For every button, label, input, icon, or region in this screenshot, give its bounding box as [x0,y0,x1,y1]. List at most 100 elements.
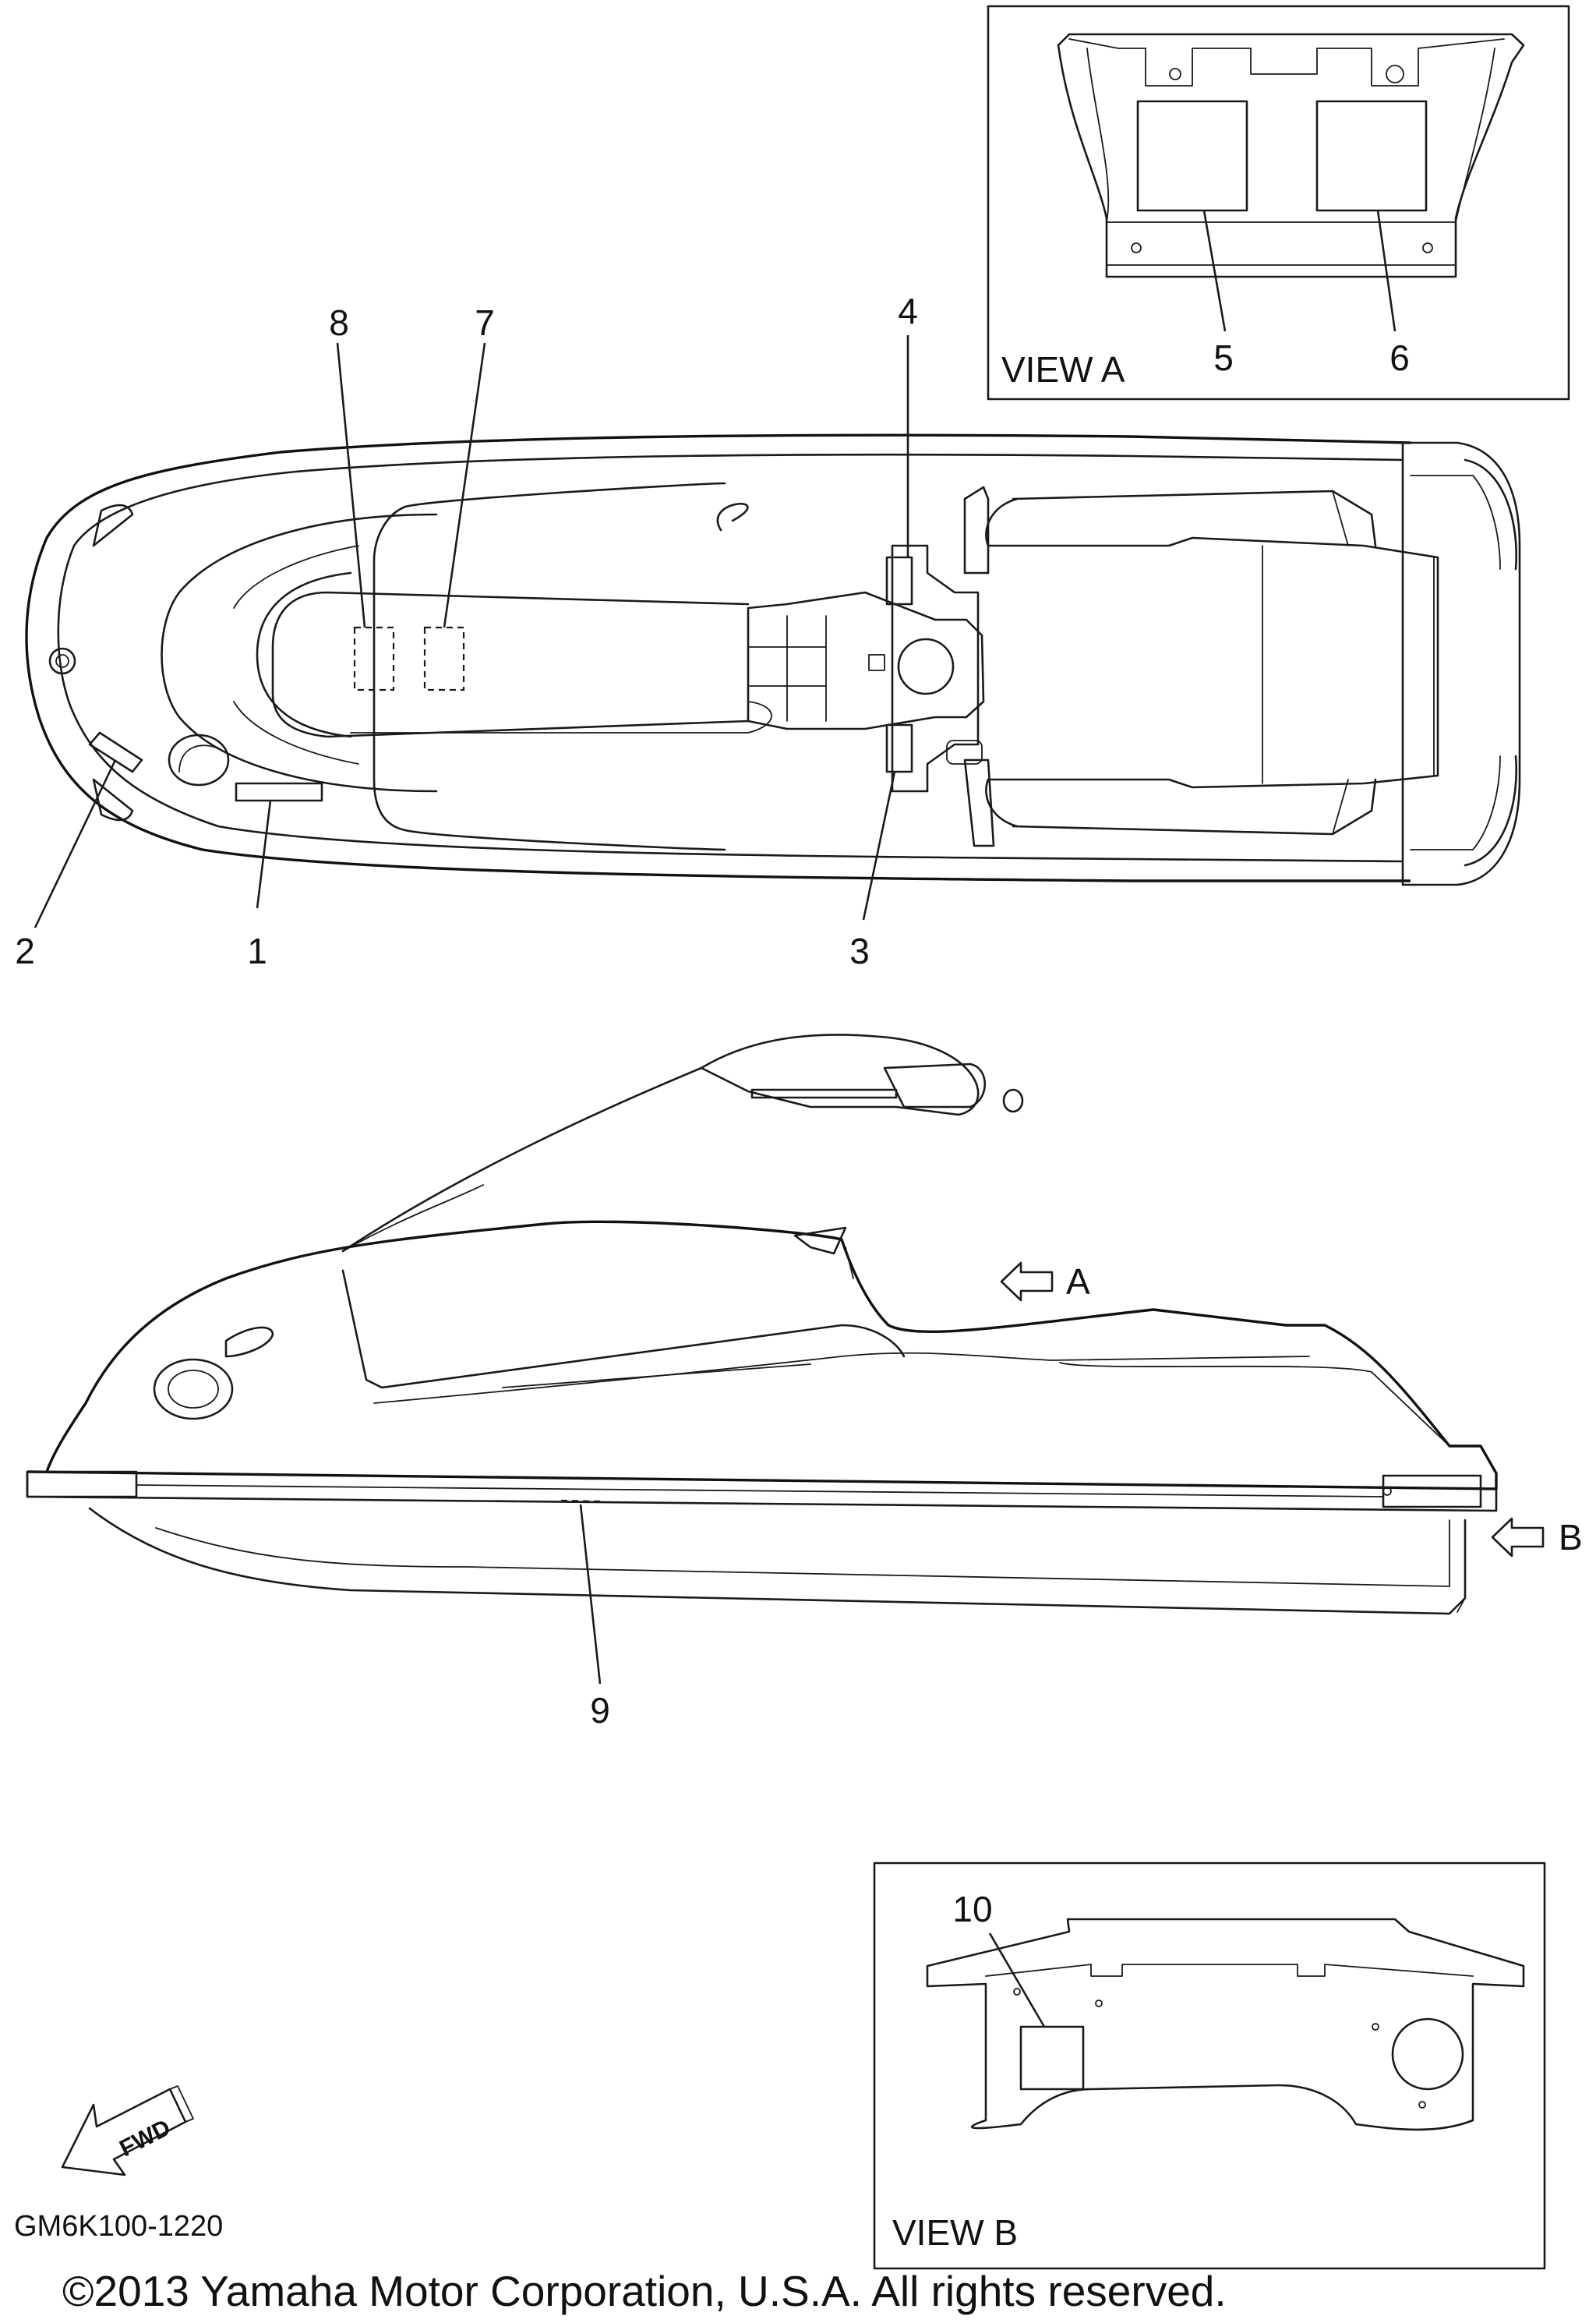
side-crease-2 [502,1363,811,1388]
bow-light [153,1358,234,1420]
deck-notch-top [716,503,749,532]
hood-edge [373,482,726,851]
fwd-arrow-depth [169,2085,194,2123]
transom-hole-2 [1095,1999,1103,2007]
label-6-box [1315,100,1428,212]
side-view-craft: 9 [26,1034,1498,1731]
callout-4: 4 [898,291,918,331]
view-b-frame [873,1862,1546,2270]
footwell-rim [1059,1362,1450,1447]
bow-light-inner [168,1370,219,1409]
label-3-box [885,723,913,773]
footwell-step [1332,490,1349,835]
arrow-b-icon [1491,1517,1545,1558]
arrow-a-icon [1000,1261,1054,1302]
transom-hole-3 [1372,2023,1379,2031]
rub-rail-line [136,1484,1384,1497]
hood-top [271,591,750,738]
stern-bumper-curve [1464,458,1517,867]
label-7-box [423,626,465,691]
handle-base [750,1088,898,1099]
transom-hole-1 [1013,1988,1021,1996]
label-4-box [885,556,913,606]
hood-lip [1106,221,1457,266]
label-5-box [1136,100,1248,212]
steering-switch [868,654,885,671]
grip-upper [963,486,990,575]
view-a-arrow: A [1000,1261,1090,1302]
callout-6: 6 [1389,338,1410,378]
deck-groove-outer [233,545,359,765]
bow-vent [224,1326,274,1358]
stern-transom-view [926,1918,1525,2131]
hood-latch [793,1226,847,1255]
deck-inner-curve [161,513,438,793]
label-2-box [88,731,143,773]
rear-deck-divider [1262,545,1435,784]
steering-pole [747,591,985,730]
hood-top-lower [350,701,772,734]
leader-6 [1376,210,1396,332]
fuel-cap [168,734,230,787]
view-a-inset: 5 6 VIEW A [987,5,1570,401]
stern-detail [1410,475,1501,850]
steering-hub [897,638,955,695]
hood-hole-left [1169,68,1181,80]
leader-5 [1202,210,1227,332]
stern-bolt [1382,1487,1392,1496]
top-view-craft: 2 1 3 4 8 7 [15,291,1521,971]
hull-outline [25,433,1411,882]
callout-3: 3 [849,931,870,971]
hood-ridge [1068,38,1505,87]
transom-hole-4 [1418,2101,1426,2109]
bow-bumper [26,1470,138,1498]
view-b-arrow: B [1491,1517,1583,1558]
callout-10: 10 [952,1889,992,1929]
hood-screw-right [1422,242,1433,253]
transom [1449,1519,1466,1613]
view-a-label: VIEW A [1001,349,1125,390]
label-1-box [235,782,323,802]
view-b-inset: 10 VIEW B [873,1862,1546,2270]
callout-8: 8 [329,302,349,343]
stern-bumper [1382,1474,1482,1508]
bow-cleat-top [92,504,134,547]
hood-left-edge [1086,48,1110,223]
deck-groove [256,571,352,738]
fwd-label: FWD [115,2115,175,2162]
gunwale-line [57,453,1404,863]
hood-hole-right [1386,65,1404,83]
hood-seam [341,1269,906,1389]
leader-3 [862,771,896,921]
leader-2 [34,759,117,928]
callout-1: 1 [247,931,267,971]
bow-eye-inner [55,654,69,668]
callout-5: 5 [1213,338,1234,378]
arrow-b-label: B [1559,1517,1583,1558]
pole-lower-line [342,1184,484,1252]
bow-cleat-bottom [92,778,134,822]
side-crease [373,1352,1310,1404]
hood-underside [1057,33,1525,278]
view-b-label: VIEW B [892,2212,1018,2253]
rear-deck [987,536,1439,789]
callout-9: 9 [590,1690,610,1731]
label-8-box [353,626,395,691]
view-a-frame [987,5,1570,401]
handle-grip-end [883,1062,987,1108]
hood-latch-line [845,1246,854,1279]
leader-8 [336,342,366,628]
bow-eye [48,647,76,675]
transom-opening [1391,2017,1464,2091]
throttle-lever [946,740,983,765]
lower-hull [88,1507,1467,1615]
arrow-a-label: A [1066,1261,1090,1302]
transom-ridge [985,1964,1474,1977]
footwell-edge [1012,490,1377,836]
footwell-curve [985,497,1019,828]
leader-1 [256,800,272,909]
deck-outline [26,1220,1498,1490]
leader-10 [988,1932,1046,2028]
leader-9 [579,1504,602,1685]
